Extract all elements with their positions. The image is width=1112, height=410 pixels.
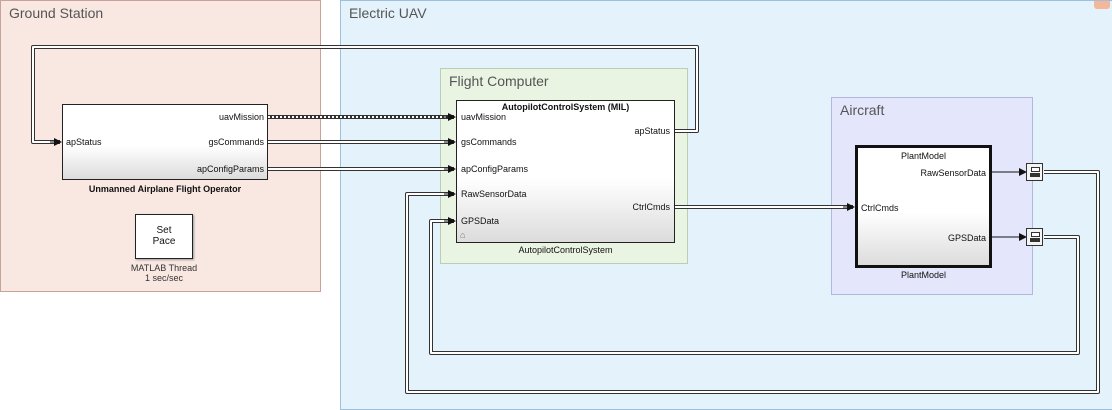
plant-block-title: PlantModel <box>900 151 947 161</box>
flight-computer-title: Flight Computer <box>449 73 549 89</box>
set-pace-block[interactable]: Set Pace <box>135 214 193 259</box>
set-pace-label-line2: Pace <box>152 236 176 247</box>
operator-block-name: Unmanned Airplane Flight Operator <box>88 184 242 194</box>
wire-rawsensordata-out <box>992 168 1027 241</box>
bus-creator-rawsensordata[interactable] <box>1026 163 1043 181</box>
autopilot-block-name: AutopilotControlSystem <box>518 245 613 255</box>
autopilot-block-title: AutopilotControlSystem (MIL) <box>501 102 630 112</box>
electric-uav-title: Electric UAV <box>349 5 427 21</box>
autopilot-in-port-uavmission: uavMission <box>461 112 507 122</box>
autopilot-in-port-rawsensordata: RawSensorData <box>461 189 527 199</box>
set-pace-label-line1: Set <box>156 225 172 236</box>
operator-out-port-apconfigparams: apConfigParams <box>196 164 264 174</box>
ground-station-title: Ground Station <box>9 5 104 21</box>
plant-model-block[interactable]: PlantModel CtrlCmds RawSensorData GPSDat… <box>855 145 992 268</box>
wire-apstatus <box>31 45 699 146</box>
autopilot-in-port-gpsdata: GPSData <box>461 216 500 226</box>
toolbar-badge-icon <box>1094 1 1110 9</box>
autopilot-control-system-block[interactable]: AutopilotControlSystem (MIL) uavMission … <box>456 100 675 243</box>
bus-creator-gpsdata[interactable] <box>1026 228 1043 246</box>
wire-rawsensordata-loop <box>405 170 1100 394</box>
plant-out-port-rawsensordata: RawSensorData <box>920 168 986 178</box>
autopilot-out-port-ctrlcmds: CtrlCmds <box>632 202 671 212</box>
set-pace-caption-line1: MATLAB Thread <box>130 263 198 273</box>
plant-in-port-ctrlcmds: CtrlCmds <box>861 203 899 213</box>
autopilot-in-port-gscommands: gsCommands <box>461 137 517 147</box>
plant-block-name: PlantModel <box>900 270 947 280</box>
aircraft-title: Aircraft <box>840 102 885 118</box>
plant-out-port-gpsdata: GPSData <box>947 233 986 243</box>
flight-operator-block[interactable]: apStatus uavMission gsCommands apConfigP… <box>62 104 268 180</box>
autopilot-in-port-apconfigparams: apConfigParams <box>461 164 529 174</box>
set-pace-caption-line2: 1 sec/sec <box>144 273 184 283</box>
operator-out-port-uavmission: uavMission <box>218 112 264 122</box>
autopilot-out-port-apstatus: apStatus <box>634 126 670 136</box>
model-reference-icon: ⌂ <box>460 230 466 240</box>
operator-in-port-apstatus: apStatus <box>66 137 102 147</box>
operator-out-port-gscommands: gsCommands <box>208 137 264 147</box>
wire-gpsdata-loop <box>429 217 1080 355</box>
